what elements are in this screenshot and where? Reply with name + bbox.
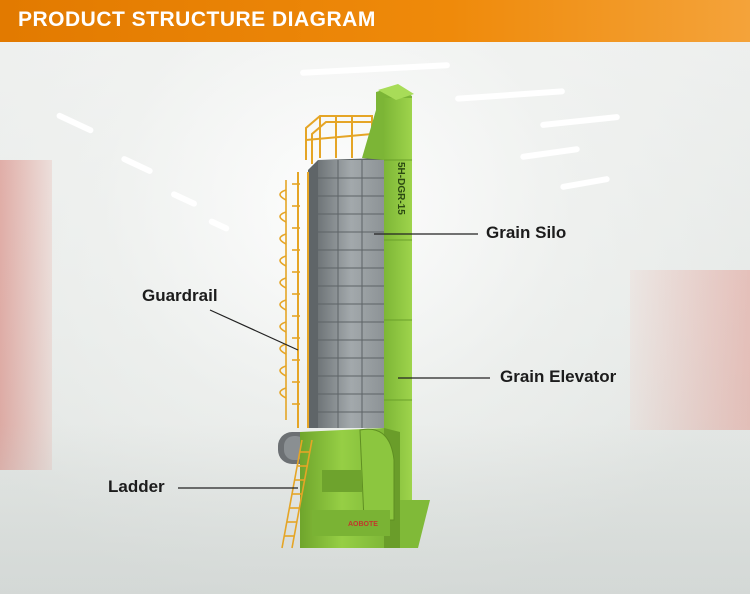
label-grain-silo: Grain Silo	[486, 223, 567, 242]
ladder	[281, 439, 313, 549]
background-red-wall-left	[0, 160, 52, 470]
label-ladder: Ladder	[108, 477, 165, 496]
cage-ladder	[279, 180, 300, 420]
elevator-model-text: 5H-DGR-15	[395, 162, 406, 215]
header-banner: PRODUCT STRUCTURE DIAGRAM	[0, 0, 750, 42]
label-grain-elevator: Grain Elevator	[500, 367, 617, 386]
guardrail	[297, 115, 379, 428]
grain-silo	[308, 158, 384, 428]
brand-text: AOBOTE	[348, 521, 378, 528]
machine-base: AOBOTE	[300, 428, 430, 548]
grain-elevator: 5H-DGR-15	[362, 84, 414, 520]
page-title: PRODUCT STRUCTURE DIAGRAM	[18, 8, 376, 31]
label-guardrail: Guardrail	[142, 286, 218, 305]
background-red-wall-right	[630, 270, 750, 430]
